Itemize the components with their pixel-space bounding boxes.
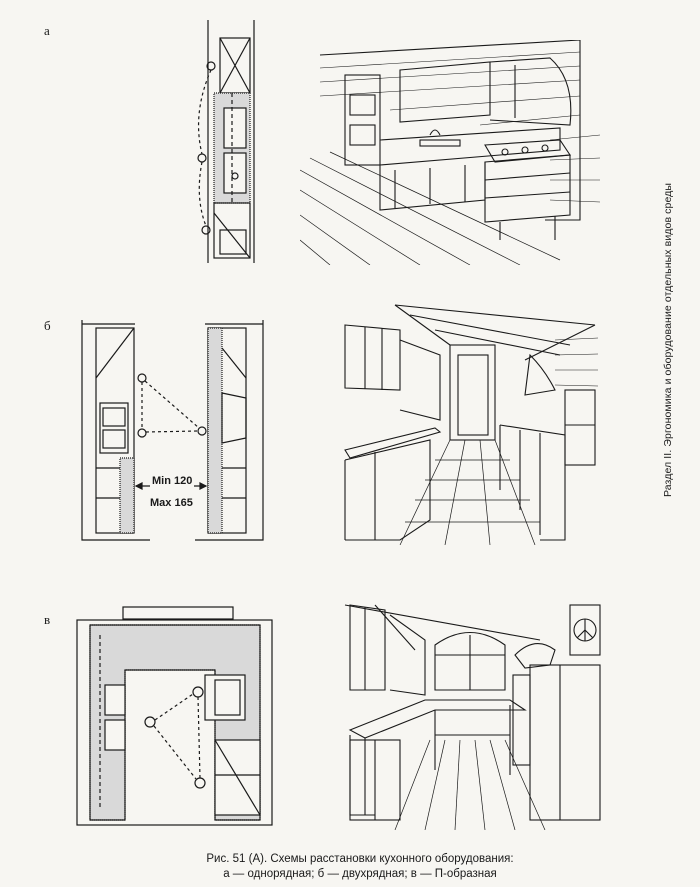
side-section-title: Раздел II. Эргономика и оборудование отд… <box>648 80 688 600</box>
side-section-title-text: Раздел II. Эргономика и оборудование отд… <box>662 182 674 498</box>
dimension-max-label: Max 165 <box>148 497 195 509</box>
row-letter-a: а <box>44 23 50 38</box>
row-letter-b: б <box>44 318 51 333</box>
figure-caption: Рис. 51 (А). Схемы расстановки кухонного… <box>120 852 600 882</box>
figure-caption-line-1: Рис. 51 (А). Схемы расстановки кухонного… <box>206 853 514 865</box>
perspective-two-row-drawing <box>344 304 599 545</box>
figure-caption-line-2: а — однорядная; б — двухрядная; в — П-об… <box>223 868 497 880</box>
plan-single-row <box>180 18 270 268</box>
perspective-two-row <box>340 300 605 545</box>
row-letter-c: в <box>44 612 51 627</box>
plan-single-row-drawing <box>197 20 255 263</box>
plan-two-row-drawing <box>81 320 264 541</box>
dimension-min-label: Min 120 <box>150 475 195 487</box>
plan-u-shaped-drawing <box>76 606 273 826</box>
perspective-u-shaped <box>335 600 610 830</box>
perspective-single-row-drawing <box>300 40 601 265</box>
plan-u-shaped <box>75 605 275 830</box>
plan-two-row: Min 120 Max 165 <box>80 318 265 543</box>
perspective-u-shaped-drawing <box>344 604 601 830</box>
perspective-single-row <box>300 40 610 265</box>
